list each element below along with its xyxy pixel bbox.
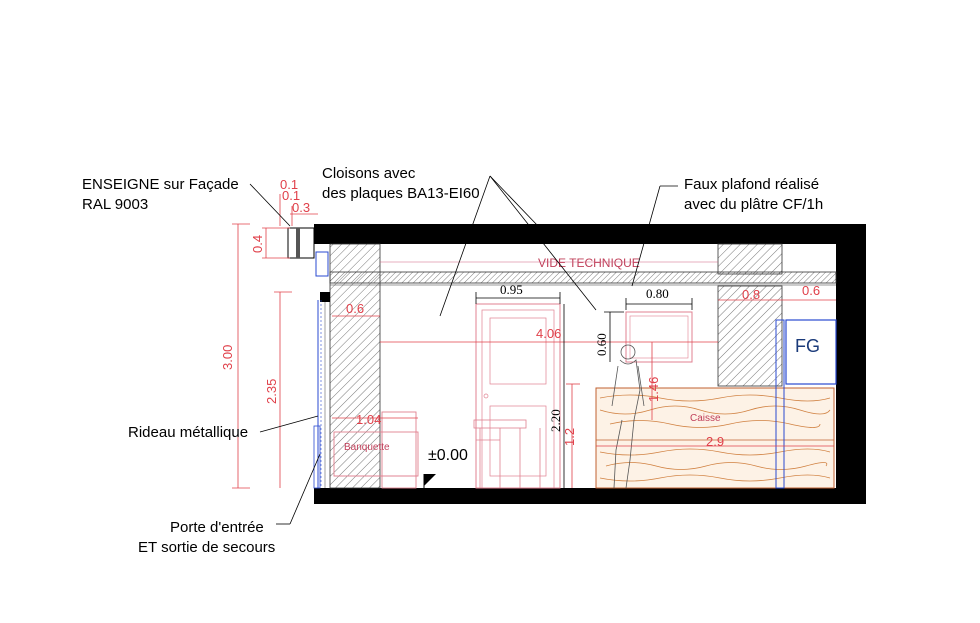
dim-2-9: 2.9 [706, 434, 724, 449]
level-marker [423, 474, 436, 488]
cloisons-label-line2: des plaques BA13-EI60 [322, 185, 480, 202]
dim-0-95: 0.95 [500, 282, 523, 297]
dim-2-35: 2.35 [264, 379, 279, 404]
porte-label-line1: Porte d'entrée [170, 519, 264, 536]
dim-0-6-right: 0.6 [802, 283, 820, 298]
rideau-label: Rideau métallique [128, 424, 248, 441]
chair-table [473, 419, 541, 488]
faux-plafond-label-line2: avec du plâtre CF/1h [684, 196, 823, 213]
porte-label-line2: ET sortie de secours [138, 539, 275, 556]
fg-panel [775, 319, 837, 489]
dim-1-46: 1.46 [646, 377, 661, 402]
counter [595, 387, 835, 489]
dimension-lines [232, 194, 836, 489]
dim-2-20: 2.20 [548, 409, 563, 432]
dim-0-4: 0.4 [250, 235, 265, 253]
bench-label: Banquette [344, 442, 390, 453]
dim-3-00: 3.00 [220, 345, 235, 370]
dim-0-6-left: 0.6 [346, 301, 364, 316]
dimension-lines-black [475, 292, 693, 488]
facade-elements [313, 251, 330, 489]
door [475, 303, 561, 489]
dim-0-3: 0.3 [292, 200, 310, 215]
leader-lines [249, 175, 678, 525]
bench [333, 411, 419, 489]
facade-sign [287, 227, 315, 259]
false-ceiling [329, 271, 837, 286]
cloisons-label-line1: Cloisons avec [322, 165, 416, 182]
dim-0-1-a: 0.1 [280, 177, 298, 192]
dim-1-2: 1.2 [562, 428, 577, 446]
dim-0-60: 0.60 [594, 333, 609, 356]
dim-4-06: 4.06 [536, 326, 561, 341]
dim-1-04: 1.04 [356, 412, 381, 427]
wall-frame [625, 311, 693, 363]
dim-0-1-b: 0.1 [282, 188, 300, 203]
partition-walls [329, 243, 783, 489]
faux-plafond-label-line1: Faux plafond réalisé [684, 176, 819, 193]
enseigne-label-line2: RAL 9003 [82, 196, 148, 213]
building-shell [314, 224, 866, 504]
dim-0-80: 0.80 [646, 286, 669, 301]
fg-label: FG [795, 336, 820, 356]
dim-0-8: 0.8 [742, 287, 760, 302]
counter-label: Caisse [690, 413, 721, 424]
enseigne-label-line1: ENSEIGNE sur Façade [82, 176, 239, 193]
person-figure [611, 344, 645, 489]
vide-technique-label: VIDE TECHNIQUE [538, 256, 640, 270]
level-label: ±0.00 [428, 447, 468, 464]
